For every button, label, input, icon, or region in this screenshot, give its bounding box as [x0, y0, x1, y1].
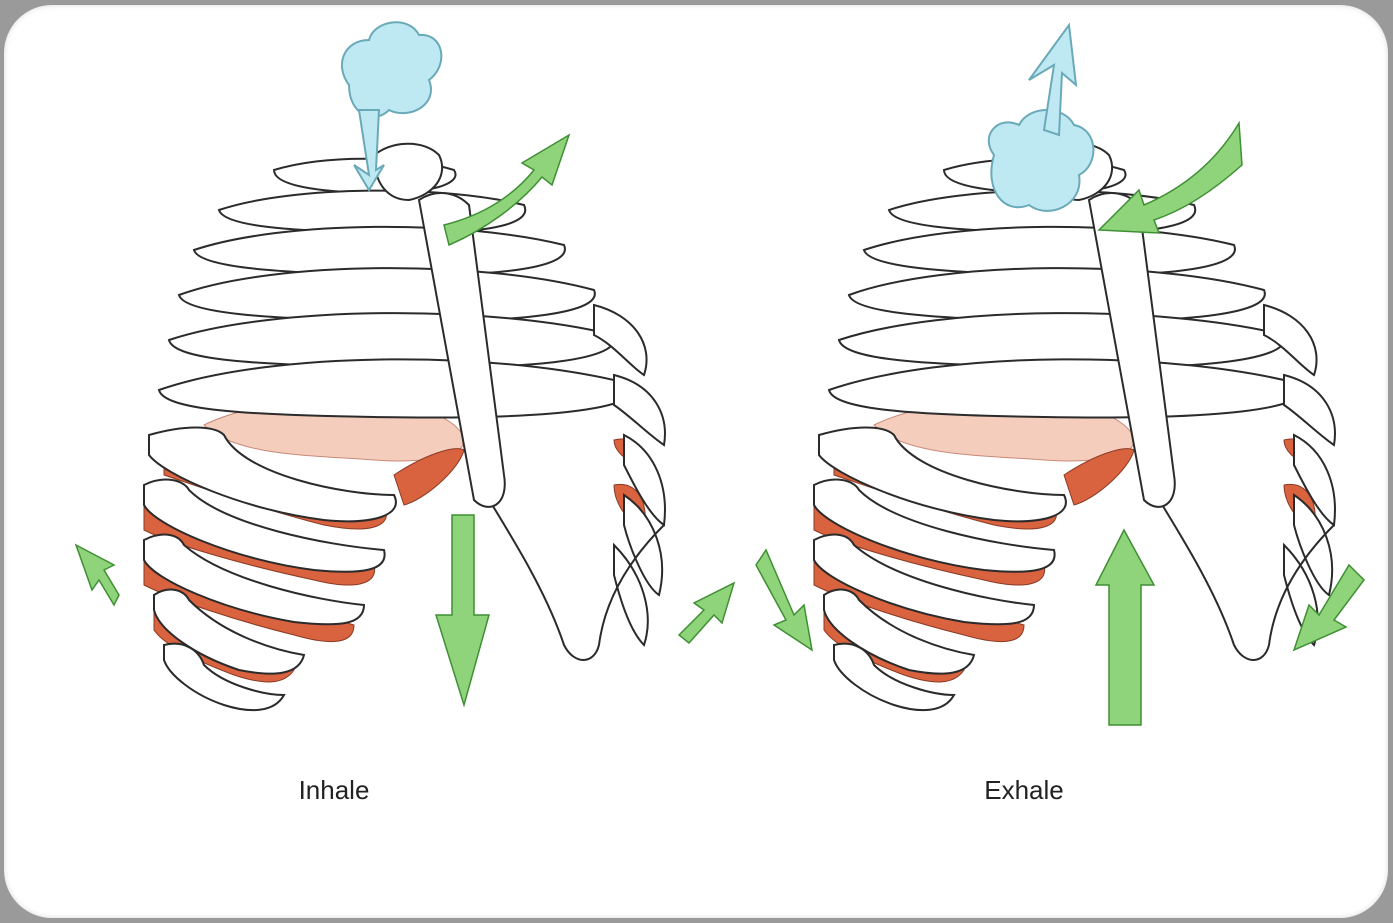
exhale-air-cloud-icon — [989, 25, 1094, 211]
right-rib-out-arrow-icon — [679, 583, 734, 643]
diaphragm-down-arrow-icon — [436, 515, 489, 705]
sternum-up-arrow-icon — [444, 135, 569, 245]
inhale-ribcage — [144, 144, 665, 710]
diaphragm-up-arrow-icon — [1096, 530, 1154, 725]
exhale-caption: Exhale — [984, 775, 1064, 806]
left-rib-out-arrow-icon — [76, 545, 119, 605]
left-rib-in-arrow-icon — [756, 550, 812, 650]
exhale-ribcage — [814, 144, 1335, 710]
ribcage-illustration — [4, 5, 1388, 918]
inhale-caption: Inhale — [299, 775, 370, 806]
diagram-frame: Inhale Exhale — [4, 5, 1388, 918]
